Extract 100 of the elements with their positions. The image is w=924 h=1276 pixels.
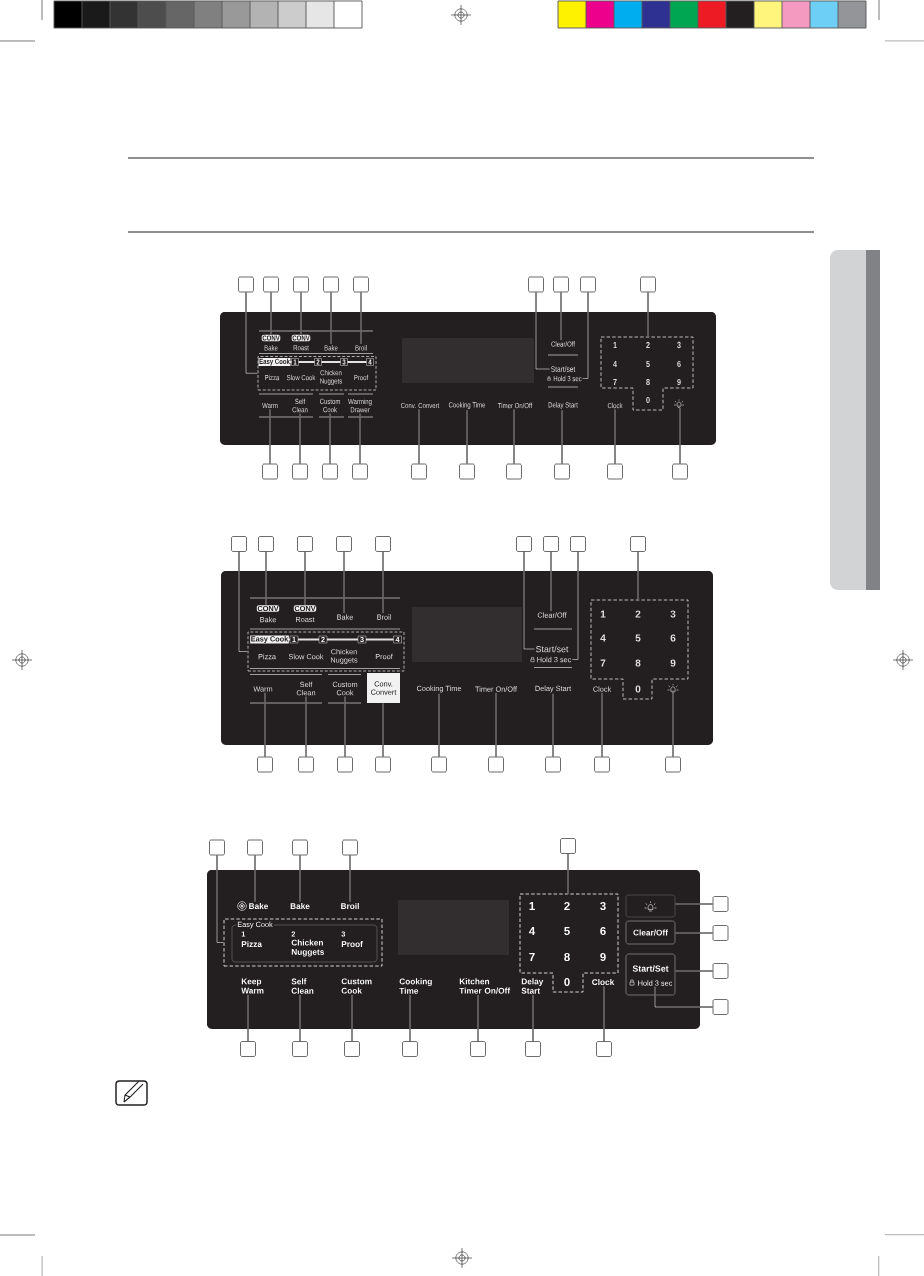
leader-line [270,291,272,335]
leader-line [495,692,497,758]
callout-box [470,1041,486,1057]
keypad-digit: 1 [613,341,617,349]
callout-box [712,896,729,912]
callout-box [240,1041,256,1057]
keypad-digit: 9 [677,378,681,386]
callout-box [297,536,313,552]
keypad-digit: 7 [529,953,535,961]
callout-box [342,839,358,856]
keypad-digit: 7 [613,378,617,386]
callout-box [459,463,475,480]
button-label: Cooking Time [399,978,432,994]
leader-line [269,408,271,465]
callout-box [375,756,391,773]
button-label: Clock [592,979,615,986]
leader-line [571,551,579,661]
dashed-frame [223,918,383,967]
callout-box [262,463,278,480]
button-label: Custom Cook [341,978,372,994]
leader-line [438,692,440,758]
callout-box [640,276,656,293]
callout-box [353,276,369,293]
leader-line [581,291,589,380]
callout-box [209,839,225,856]
callout-box [323,276,339,293]
keypad-digit: 0 [635,685,641,693]
keypad-digit: 8 [646,378,650,386]
button-label: Keep Warm [241,978,264,994]
leader-line [349,854,351,903]
control-panel [220,312,716,445]
callout-box [594,756,610,773]
callout-box [672,463,688,480]
keypad-digit: 5 [646,360,650,368]
leader-line [305,695,307,758]
keypad-digit: 0 [646,396,650,404]
callout-box [630,536,646,552]
callout-box [488,756,504,773]
button-label: Delay Start [521,978,544,994]
keypad-digit: 9 [670,659,676,667]
leader-line [351,994,353,1042]
keypad-digit: 3 [600,901,606,911]
leader-line [674,932,714,934]
leader-line [247,994,249,1042]
callout-box [247,839,263,856]
callout-box [292,839,308,856]
keypad-digit: 2 [564,902,570,910]
callout-box [543,536,559,552]
callout-box [238,276,254,293]
callout-box [712,999,729,1015]
keypad-digit: 5 [564,927,570,935]
callout-box [516,536,532,552]
button-label: Proof [341,941,363,948]
callout-box [506,463,522,480]
callout-box [607,463,623,480]
leader-line [466,409,468,465]
leader-line [418,408,420,465]
keypad-digit: 6 [600,926,606,936]
keypad-digit: 8 [635,659,641,667]
keypad-digit: 2 [646,341,650,349]
keypad-digit: 5 [635,634,641,642]
leader-line [238,551,249,653]
leader-line [300,291,302,335]
callout-box [554,463,570,480]
leader-line [299,854,301,903]
callout-box [580,276,596,293]
callout-box [712,963,729,979]
button-label: Bake [249,903,269,910]
leader-line [679,407,681,465]
callout-box [322,463,338,480]
button-label: Start/set [551,366,576,372]
keypad-digit: 1 [529,902,535,910]
key-button: Clear/Off [625,920,676,945]
callout-box [231,536,247,552]
control-panel [207,870,700,1029]
callout-box [375,536,391,552]
leader-line [245,291,259,374]
keypad-digit: 6 [677,360,681,368]
control-panel [221,571,713,745]
leader-line [254,854,256,903]
callout-box [293,276,309,293]
callout-box [431,756,447,773]
button-label: Broil [341,903,359,910]
leader-line [329,412,331,465]
leader-line [359,412,361,465]
keypad-digit: 2 [635,610,641,618]
leader-line [330,291,332,345]
callout-box [298,756,314,773]
callout-box [292,463,308,480]
button-label: Self Clean [291,978,314,994]
callout-box [352,463,368,480]
callout-box [336,536,352,552]
keypad-digit: 8 [564,952,570,962]
leader-line [647,291,649,338]
callout-box [411,463,427,480]
leader-line [603,985,605,1042]
leader-line [532,994,534,1042]
leader-line [674,903,714,905]
callout-box [712,925,729,941]
callout-box [560,838,576,854]
